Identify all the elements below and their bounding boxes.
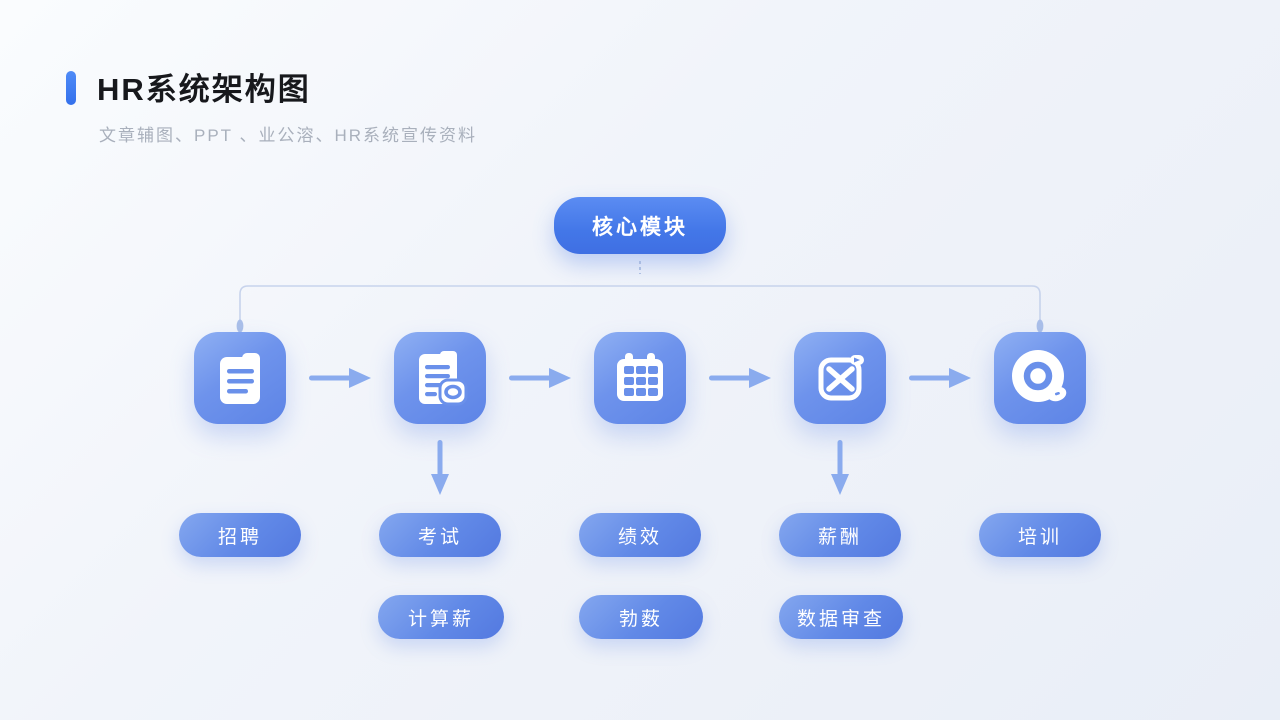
page-subtitle: 文章辅图、PPT 、业公溶、HR系统宣传资料 [99,126,478,145]
connector-arrowhead-left [236,319,244,333]
module-node-training [994,332,1086,424]
label-pill-recruitment: 招聘 [179,513,301,557]
core-module-node: 核心模块 [554,197,726,254]
arrow-right-icon [709,368,771,388]
label-pill-payroll: 薪酬 [779,513,901,557]
label-pill-exam: 考试 [379,513,501,557]
arrow-down-icon [831,440,849,495]
module-node-exam [394,332,486,424]
arrow-right-icon [909,368,971,388]
connector-arrowhead-right [1036,319,1044,333]
module-node-performance [594,332,686,424]
calendar-icon [617,353,663,401]
module-node-recruitment [194,332,286,424]
module-node-payroll [794,332,886,424]
arrow-right-icon [509,368,571,388]
arrow-right-icon [309,368,371,388]
document-badge-icon [419,351,468,406]
disc-icon [1012,350,1067,402]
sub-label-pill-salary-calc: 计算薪 [378,595,504,639]
label-pill-training: 培训 [979,513,1101,557]
spreadsheet-x-icon [818,355,864,401]
title-accent-bar [66,71,76,105]
label-pill-performance: 绩效 [579,513,701,557]
arrow-down-icon [431,440,449,495]
sub-label-pill-col3: 勃薮 [579,595,703,639]
page-title: HR系统架构图 [97,72,311,107]
sub-label-pill-data-review: 数据审查 [779,595,903,639]
document-lines-icon [220,353,260,404]
